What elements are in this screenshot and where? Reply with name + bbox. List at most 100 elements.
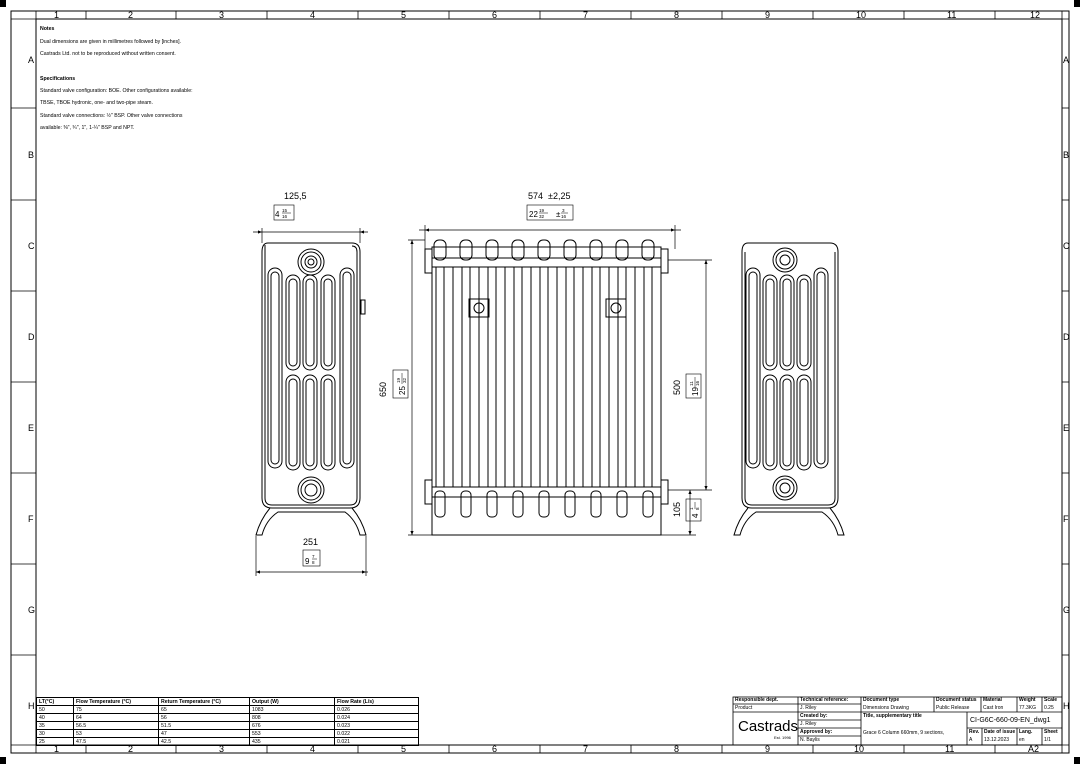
spec-heading: Specifications xyxy=(40,75,76,82)
cell: 1083 xyxy=(249,705,335,714)
drawing-title: Grace 6 Column 660mm, 9 sections, xyxy=(863,730,945,736)
table-header-row: LT(°C) Flow Temperature (°C) Return Temp… xyxy=(36,697,419,706)
table-row: 25 47.5 42.5 435 0.021 xyxy=(36,737,419,746)
header-flow-rate: Flow Rate (L/s) xyxy=(334,697,419,706)
base-in: 4 xyxy=(691,513,700,518)
grid-col-label-bottom: 4 xyxy=(310,744,315,754)
centres-mm: 500 xyxy=(672,380,682,395)
weight: 77.3KG xyxy=(1019,705,1036,711)
grid-col-label: 3 xyxy=(219,10,224,20)
foot-width-frac-num: 7 xyxy=(312,554,315,559)
side-depth-frac-den: 16 xyxy=(282,214,288,219)
lang: en xyxy=(1019,737,1025,743)
cell: 25 xyxy=(36,737,74,746)
foot-width-frac-den: 8 xyxy=(312,560,315,565)
weight-label: Weight xyxy=(1019,697,1036,703)
grid-col-label: 2 xyxy=(128,10,133,20)
cell: 56.5 xyxy=(73,721,159,730)
cell: 40 xyxy=(36,713,74,722)
length-in: 22 xyxy=(529,210,538,219)
responsible-dept-label: Responsible dept. xyxy=(735,697,779,703)
grid-col-label-bottom: 7 xyxy=(583,744,588,754)
grid-row-label-right: D xyxy=(1063,332,1070,342)
length-frac-den: 32 xyxy=(539,214,545,219)
grid-row-label: B xyxy=(28,150,34,160)
grid-col-label: 8 xyxy=(674,10,679,20)
sheet: 1/1 xyxy=(1044,737,1051,743)
centres-frac-den: 16 xyxy=(695,380,700,386)
length-tol-frac-num: 3 xyxy=(562,208,565,213)
brand-logo: Castrads xyxy=(738,718,799,735)
spec-line-2: TBSE, TBOE hydronic, one- and two-pipe s… xyxy=(40,100,153,107)
technical-reference: J. Riley xyxy=(800,705,817,711)
grid-col-label: 9 xyxy=(765,10,770,20)
grid-col-label: 7 xyxy=(583,10,588,20)
length-frac-num: 19 xyxy=(539,208,545,213)
grid-row-label-right: C xyxy=(1063,241,1070,251)
date-of-issue: 13.12.2023 xyxy=(984,737,1010,743)
spec-line-1: Standard valve configuration: BOE. Other… xyxy=(40,88,193,95)
cell: 0.026 xyxy=(334,705,419,714)
table-row: 35 56.5 51.5 676 0.023 xyxy=(36,721,419,730)
cell: 51.5 xyxy=(158,721,250,730)
cell: 65 xyxy=(158,705,250,714)
notes-block: Notes Dual dimensions are given in milli… xyxy=(40,20,193,138)
grid-col-label-bottom: 11 xyxy=(945,744,954,754)
height-frac-den: 32 xyxy=(402,377,407,383)
height-mm: 650 xyxy=(378,382,388,397)
height-frac-num: 19 xyxy=(396,377,401,383)
grid-row-label-right: G xyxy=(1063,605,1070,615)
grid-row-label-right: H xyxy=(1063,701,1070,711)
grid-col-label-bottom: 3 xyxy=(219,744,224,754)
base-frac-num: 1 xyxy=(689,507,694,510)
grid-col-label-bottom: 8 xyxy=(674,744,679,754)
scale: 0.25 xyxy=(1044,705,1054,711)
header-output: Output (W) xyxy=(249,697,335,706)
cell: 50 xyxy=(36,705,74,714)
scale-label: Scale xyxy=(1044,697,1058,703)
grid-col-label-bottom: 5 xyxy=(401,744,406,754)
cell: 75 xyxy=(73,705,159,714)
length-tol-frac-den: 16 xyxy=(561,214,567,219)
spec-line-4: available: ⅜", ¾", 1", 1-¼" BSP and NPT. xyxy=(40,125,135,132)
header-flow-temp: Flow Temperature (°C) xyxy=(73,697,159,706)
cell: 0.021 xyxy=(334,737,419,746)
cell: 64 xyxy=(73,713,159,722)
material: Cast Iron xyxy=(983,705,1004,711)
grid-row-label: D xyxy=(28,332,35,342)
grid-row-label-right: E xyxy=(1063,423,1069,433)
table-row: 30 53 47 553 0.022 xyxy=(36,729,419,738)
grid-col-label: 12 xyxy=(1030,10,1040,20)
created-by-label: Created by: xyxy=(800,713,828,719)
cell: 0.023 xyxy=(334,721,419,730)
performance-table: LT(°C) Flow Temperature (°C) Return Temp… xyxy=(36,697,419,746)
cell: 0.022 xyxy=(334,729,419,738)
title-label: Title, supplementary title xyxy=(863,713,922,719)
foot-width-mm: 251 xyxy=(303,537,318,547)
cell: 435 xyxy=(249,737,335,746)
foot-width-in: 9 xyxy=(305,557,310,566)
length-mm: 574 xyxy=(528,191,543,201)
cell: 553 xyxy=(249,729,335,738)
height-in: 25 xyxy=(398,386,407,395)
front-view xyxy=(424,239,669,536)
grid-col-label-bottom: 10 xyxy=(854,744,864,754)
date-label: Date of issue xyxy=(984,729,1016,735)
cell: 808 xyxy=(249,713,335,722)
cell: 47.5 xyxy=(73,737,159,746)
header-return-temp: Return Temperature (°C) xyxy=(158,697,250,706)
grid-row-label: F xyxy=(28,514,34,524)
grid-row-label-right: F xyxy=(1063,514,1069,524)
table-row: 50 75 65 1083 0.026 xyxy=(36,705,419,714)
side-depth-frac-num: 15 xyxy=(282,208,288,213)
responsible-dept: Product xyxy=(735,705,753,711)
side-depth-in: 4 xyxy=(275,210,280,219)
grid-col-label-bottom: 6 xyxy=(492,744,497,754)
centres-frac-num: 11 xyxy=(689,381,694,386)
grid-row-label: E xyxy=(28,423,34,433)
technical-reference-label: Technical reference: xyxy=(800,697,849,703)
grid-col-label-bottom: 1 xyxy=(54,744,59,754)
document-number: CI-G6C-660-09-EN_dwg1 xyxy=(970,717,1051,724)
table-row: 40 64 56 808 0.024 xyxy=(36,713,419,722)
